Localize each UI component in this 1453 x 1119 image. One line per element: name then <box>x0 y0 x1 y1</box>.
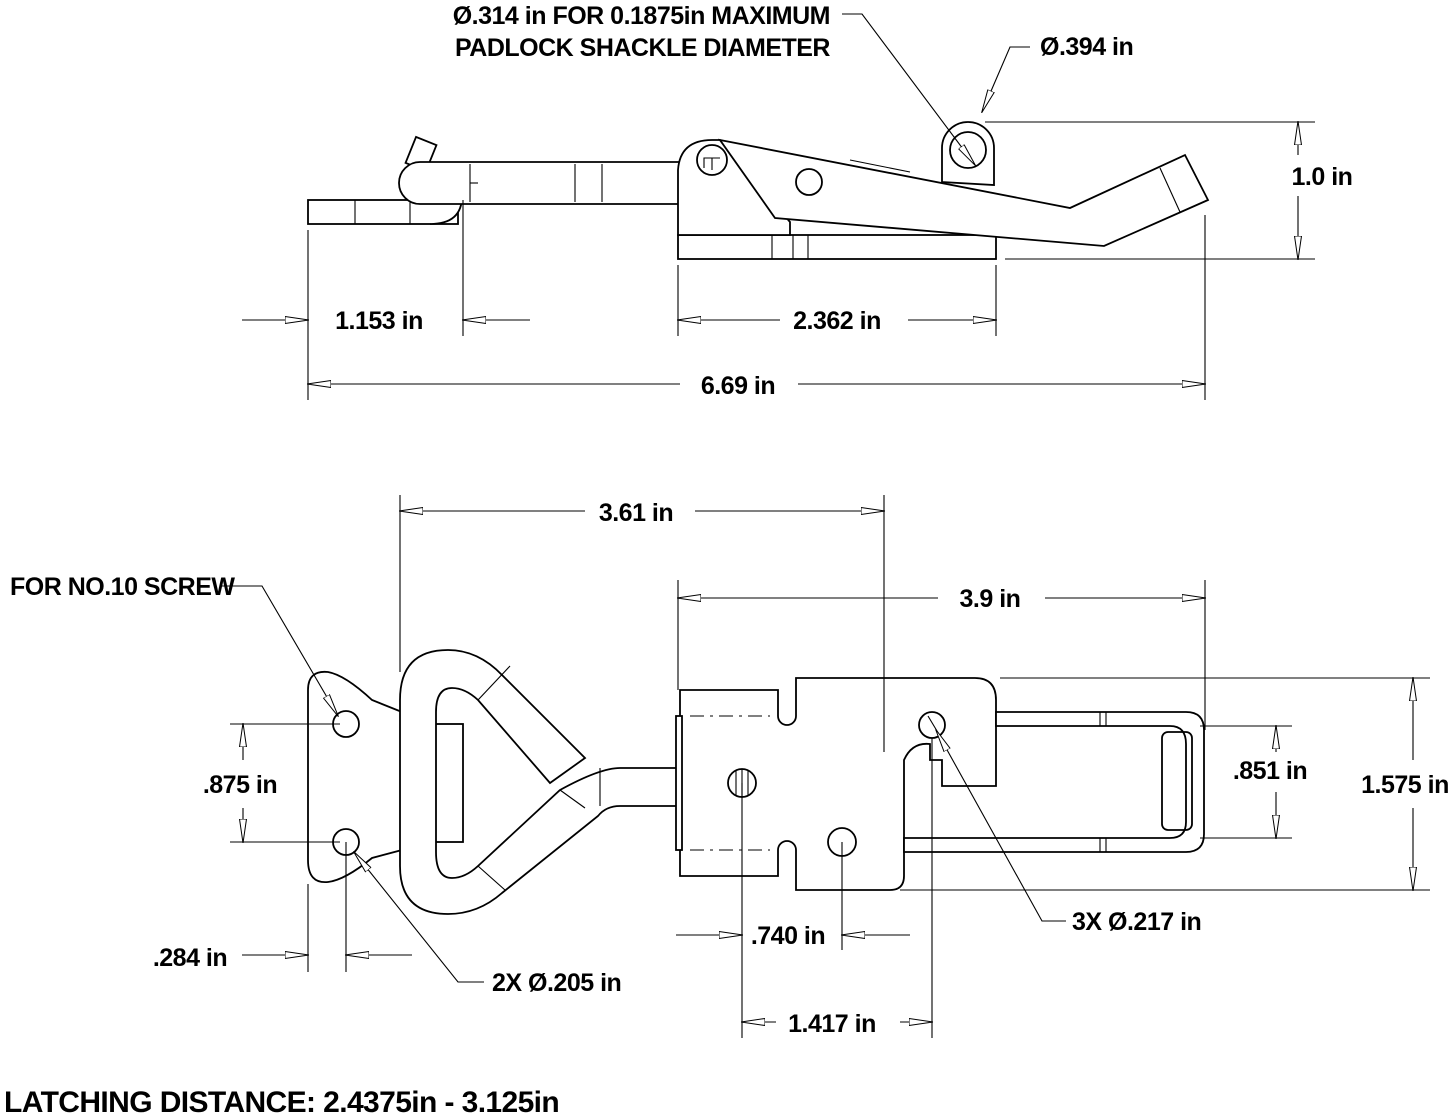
overall-length-label: 6.69 in <box>701 372 775 400</box>
pivot-diameter-leader <box>982 46 1030 112</box>
top-view: 3.61 in 3.9 in FOR NO.10 SCREW .875 in .… <box>10 495 1449 1038</box>
wire-loop <box>399 649 681 915</box>
side-view: Ø.314 in FOR 0.1875in MAXIMUM PADLOCK SH… <box>242 2 1353 400</box>
handle-loop <box>903 711 1205 853</box>
padlock-note-line1: Ø.314 in FOR 0.1875in MAXIMUM <box>453 2 830 30</box>
screw-note-leader <box>222 585 338 716</box>
hole-pitch-label: 1.417 in <box>788 1010 876 1038</box>
span-left-label: 3.61 in <box>599 499 673 527</box>
base-plate <box>677 234 997 260</box>
latching-distance: LATCHING DISTANCE: 2.4375in - 3.125in <box>4 1086 559 1119</box>
padlock-leader <box>842 13 975 165</box>
span-right-label: 3.9 in <box>960 585 1021 613</box>
padlock-note-line2: PADLOCK SHACKLE DIAMETER <box>455 34 830 62</box>
base-holes-label: 3X Ø.217 in <box>1072 908 1201 936</box>
pivot-diameter-label: Ø.394 in <box>1040 33 1133 61</box>
base-length-label: 2.362 in <box>793 307 881 335</box>
base-holes-leader <box>936 730 1066 922</box>
overall-width-label: 1.575 in <box>1361 771 1449 799</box>
handle-lever <box>717 138 1210 247</box>
strike-holes-leader <box>354 852 484 983</box>
draw-bar <box>398 161 685 205</box>
height-label: 1.0 in <box>1292 163 1353 191</box>
hook-length-label: 1.153 in <box>335 307 423 335</box>
inner-width-label: .851 in <box>1233 757 1307 785</box>
strike-holes-label: 2X Ø.205 in <box>492 969 621 997</box>
hole-offset-label: .740 in <box>751 922 825 950</box>
latch-base-top <box>675 677 997 891</box>
edge-offset-label: .284 in <box>153 944 227 972</box>
hole-spacing-label: .875 in <box>203 771 277 799</box>
screw-note: FOR NO.10 SCREW <box>10 573 235 601</box>
